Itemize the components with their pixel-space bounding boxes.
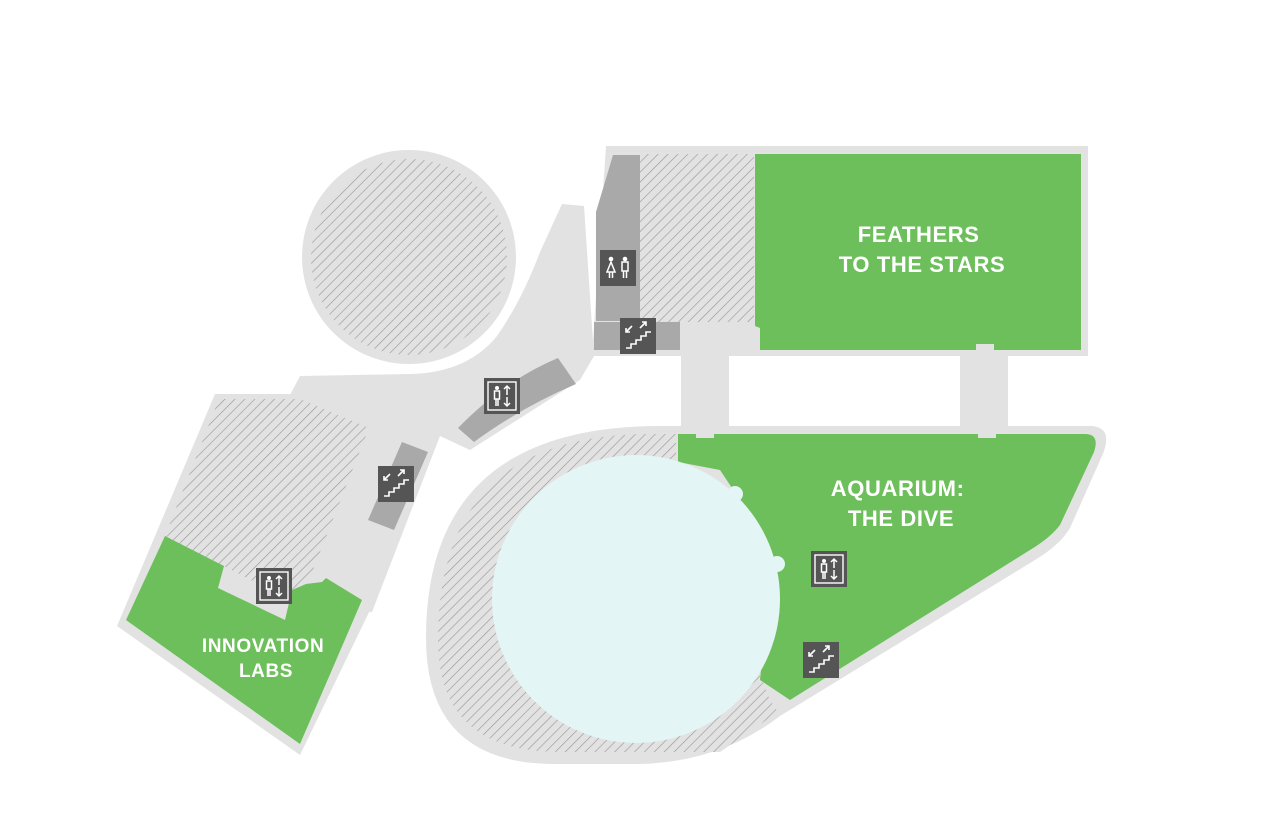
escalator-icon[interactable] — [620, 318, 656, 354]
innovation-label: INNOVATION LABS — [202, 636, 330, 682]
connector-east — [960, 346, 1008, 436]
aquarium-label-line-2: THE DIVE — [848, 506, 954, 531]
escalator-icon[interactable] — [378, 466, 414, 502]
north-hatch — [640, 154, 754, 322]
tank-bump-2 — [769, 556, 785, 572]
aquarium-label: AQUARIUM: THE DIVE — [831, 476, 971, 531]
amenity-icons — [256, 250, 847, 678]
innovation-label-line-1: INNOVATION — [202, 636, 324, 657]
zone-aquarium-the-dive[interactable] — [678, 434, 1096, 700]
escalator-icon[interactable] — [803, 642, 839, 678]
elevator-icon[interactable] — [484, 378, 520, 414]
zone-feathers-to-the-stars[interactable] — [755, 154, 1081, 350]
elevator-icon[interactable] — [256, 568, 292, 604]
feathers-label: FEATHERS TO THE STARS — [839, 222, 1006, 277]
feathers-label-line-1: FEATHERS — [858, 222, 980, 247]
innovation-label-line-2: LABS — [239, 661, 293, 682]
aquarium-tank — [492, 455, 780, 743]
zone-innovation-labs[interactable] — [126, 536, 362, 744]
aquarium-label-line-1: AQUARIUM: — [831, 476, 965, 501]
rotunda-room-hatch — [311, 159, 507, 355]
connector-west — [681, 346, 729, 436]
feathers-label-line-2: TO THE STARS — [839, 252, 1006, 277]
zone-labels: FEATHERS TO THE STARS AQUARIUM: THE DIVE… — [202, 222, 1005, 682]
tank-bump-1 — [727, 486, 743, 502]
restroom-icon[interactable] — [600, 250, 636, 286]
restroom-core — [596, 155, 640, 321]
elevator-icon[interactable] — [811, 551, 847, 587]
exhibits — [126, 154, 1096, 744]
west-hatch — [165, 399, 369, 600]
